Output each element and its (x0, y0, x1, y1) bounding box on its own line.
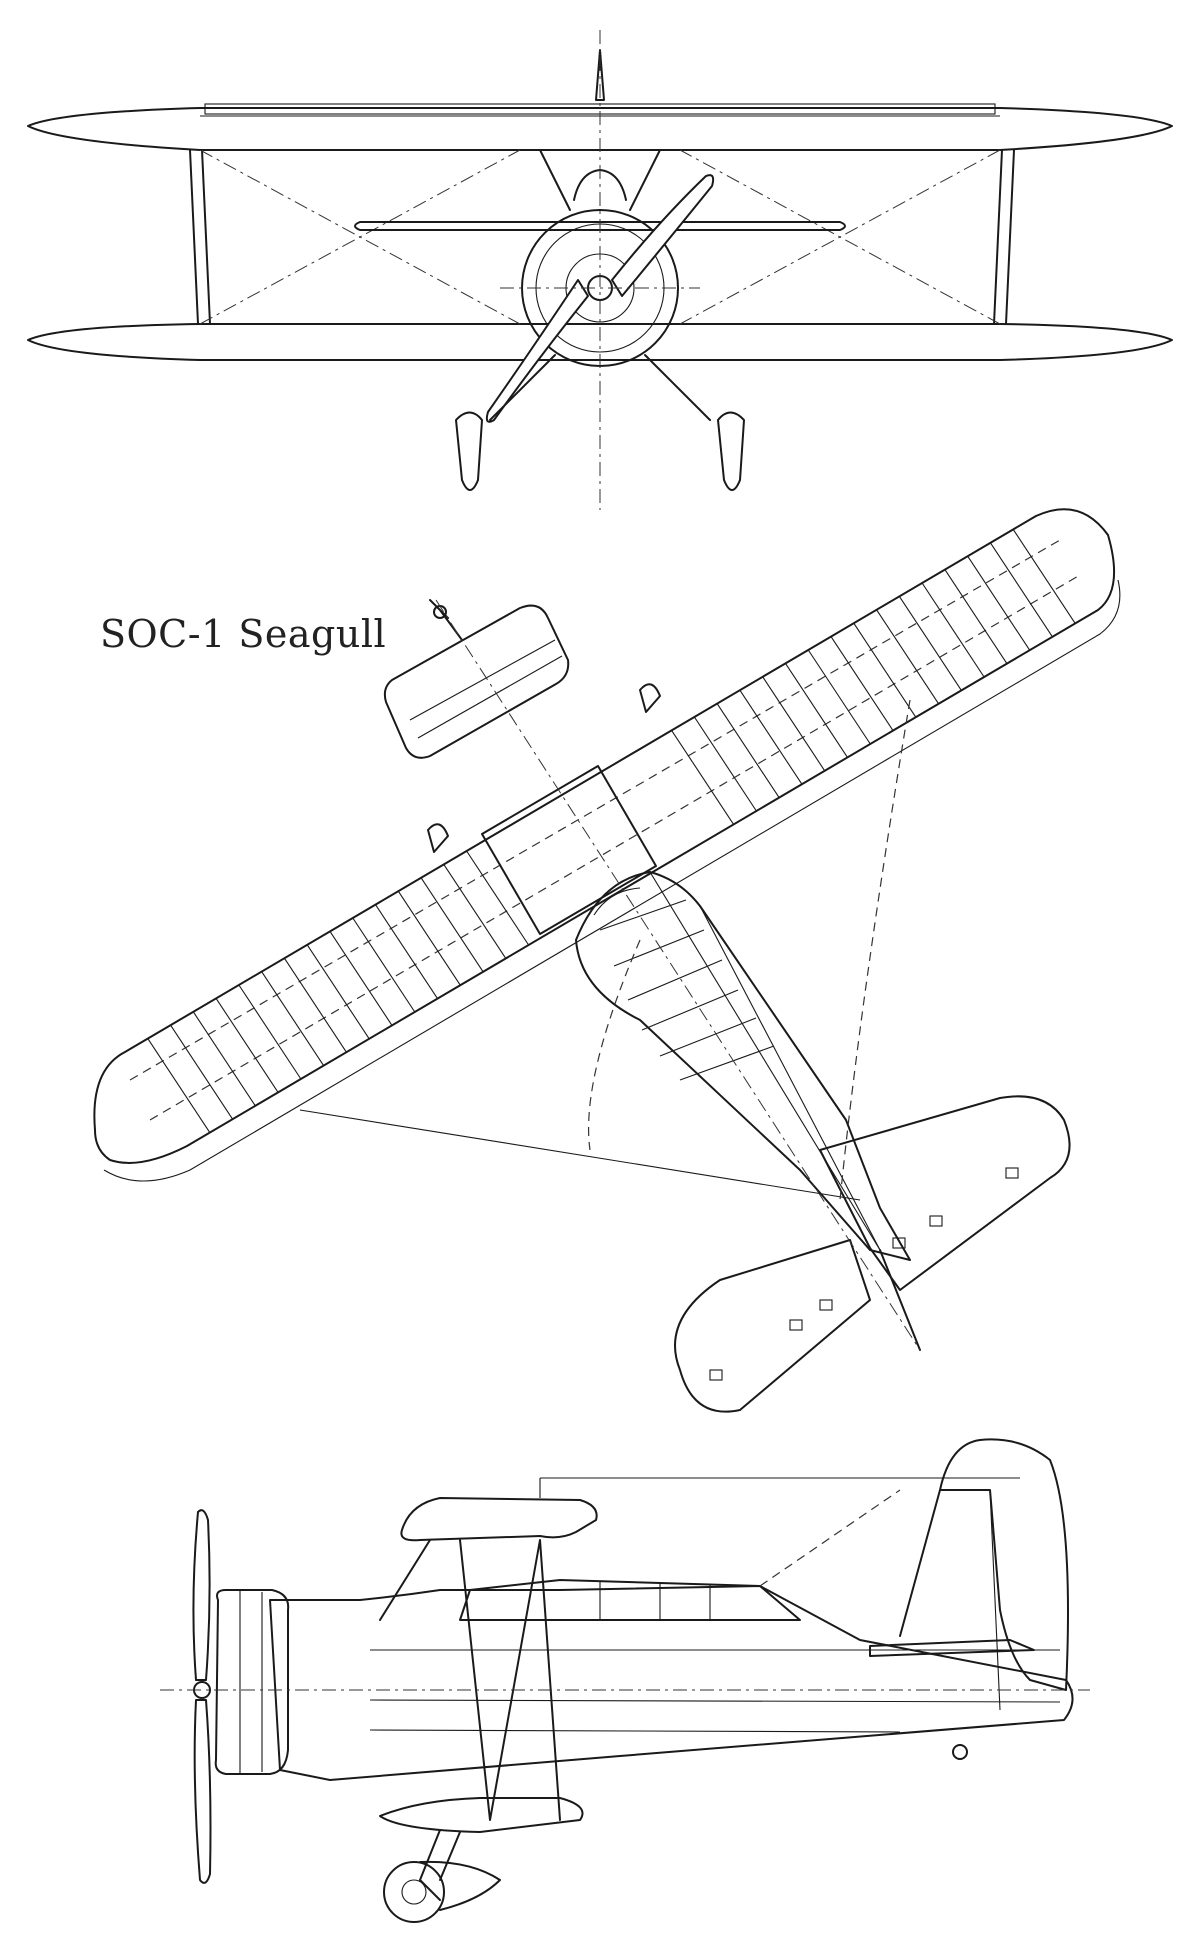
front-upper-wing (27, 107, 1173, 151)
wing-rib (215, 998, 279, 1093)
wing-rib (466, 850, 530, 946)
wing-rib (830, 636, 894, 731)
top-rudder (879, 1249, 921, 1351)
side-engine-cowling (214, 1589, 290, 1775)
front-right-strut (993, 149, 1003, 325)
top-tailplane-right (819, 1095, 1071, 1291)
wing-rib (807, 649, 871, 745)
top-fuselage (575, 871, 911, 1261)
side-view (160, 1438, 1090, 1923)
front-left-float (455, 411, 483, 491)
wing-rib (944, 569, 1008, 664)
front-propeller-blade-upper (611, 174, 715, 297)
wing-rib (261, 971, 325, 1066)
top-view (93, 508, 1121, 1413)
top-right-float (639, 683, 661, 713)
wing-rib (853, 622, 917, 718)
wing-rib (1012, 529, 1076, 624)
wing-rib (967, 555, 1031, 651)
top-propeller (429, 599, 463, 641)
wing-rib (420, 877, 484, 973)
side-propeller-blade-upper (192, 1509, 211, 1681)
wing-rib (716, 703, 780, 798)
side-landing-gear (419, 1829, 441, 1901)
front-right-float (717, 411, 745, 491)
front-lower-wing (27, 323, 1173, 361)
side-wheel (383, 1861, 445, 1923)
side-fuselage (269, 1585, 1074, 1781)
front-propeller-blade-lower (485, 279, 589, 423)
front-fin (595, 49, 605, 101)
wing-rib (921, 582, 985, 678)
top-left-float (427, 823, 449, 853)
side-fin-rudder (899, 1438, 1069, 1691)
wing-rib (785, 663, 848, 758)
wing-rib (283, 957, 347, 1053)
side-n-struts (459, 1539, 561, 1821)
side-upper-wing (400, 1497, 598, 1542)
front-tailplane (354, 221, 846, 231)
wing-rib (170, 1024, 234, 1120)
side-canopy (459, 1579, 801, 1621)
wing-rib (147, 1038, 211, 1133)
wing-rib (443, 864, 507, 959)
wing-rib (876, 609, 940, 705)
wing-rib (375, 904, 438, 999)
wing-rib (989, 542, 1053, 638)
aircraft-title: SOC-1 Seagull (100, 612, 387, 656)
wing-rib (671, 730, 735, 825)
wing-rib (352, 917, 416, 1013)
front-left-strut (189, 149, 199, 325)
wing-rib (329, 931, 393, 1026)
side-tail-wheel (952, 1744, 968, 1760)
front-view (27, 30, 1173, 510)
wing-rib (898, 596, 962, 691)
top-engine-cowling (383, 604, 570, 759)
side-tailplane (869, 1639, 1035, 1657)
wing-rib (397, 890, 461, 986)
wing-rib (739, 689, 803, 785)
wing-rib (693, 716, 757, 812)
top-wing (93, 508, 1116, 1164)
side-lower-wing (379, 1797, 584, 1833)
wing-rib (238, 984, 302, 1080)
top-tailplane-left (674, 1239, 871, 1413)
top-center-section (481, 765, 657, 935)
wing-rib (306, 944, 370, 1040)
wing-rib (762, 676, 826, 772)
wing-rib (192, 1011, 256, 1107)
top-wing-ribs (147, 529, 1076, 1133)
side-propeller-blade-lower (193, 1699, 212, 1884)
